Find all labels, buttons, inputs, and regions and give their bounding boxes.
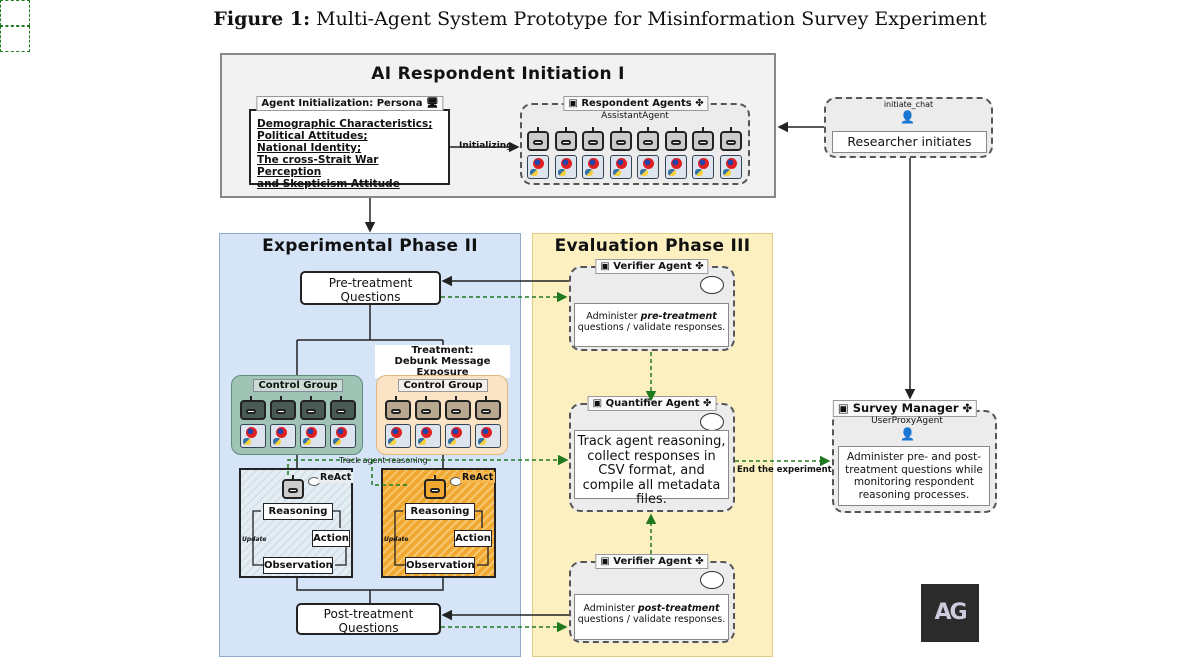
python-icon: ✤ xyxy=(695,261,704,272)
robot-icon xyxy=(270,396,296,420)
ag-logo: AG xyxy=(921,584,979,642)
figure-title: Figure 1: Multi-Agent System Prototype f… xyxy=(0,8,1200,30)
robot-focus-box xyxy=(0,26,30,52)
agent-flag-icon xyxy=(637,155,659,179)
persona-item: Demographic Characteristics; xyxy=(257,118,433,130)
robot-focus-box xyxy=(0,0,30,26)
agent-flag-icon xyxy=(385,424,411,448)
agent-flag-icon xyxy=(719,155,742,179)
verifier-post-label: ▣ Verifier Agent ✤ xyxy=(595,554,709,569)
respondent-agents-label: ▣ Respondent Agents ✤ xyxy=(563,96,709,111)
react-label: ReAct xyxy=(460,472,496,483)
user-icon: 👤 xyxy=(900,427,915,441)
robot-icon xyxy=(582,127,604,151)
user-icon: 👤 xyxy=(900,110,915,124)
agent-flag-icon xyxy=(300,424,326,448)
robot-icon xyxy=(330,396,356,420)
agent-flag-icon xyxy=(609,155,632,179)
robot-icon: ▣ xyxy=(600,261,610,272)
robot-icon xyxy=(300,396,326,420)
assistant-agent-label: AssistantAgent xyxy=(601,111,669,121)
agent-flag-icon xyxy=(527,155,549,179)
quantifier-text: Track agent reasoning, collect responses… xyxy=(574,430,729,507)
verifier-post-reddit-icon xyxy=(700,571,724,589)
phase-2-title: Experimental Phase II xyxy=(262,236,478,256)
robot-icon xyxy=(385,396,411,420)
researcher-initiates: Researcher initiates xyxy=(832,131,987,153)
python-icon: ✤ xyxy=(695,98,704,109)
quantifier-label: ▣ Quantifier Agent ✤ xyxy=(587,396,717,411)
robot-icon xyxy=(719,127,742,151)
control-group-right-label: Control Group xyxy=(398,379,488,392)
update-label: Update xyxy=(384,536,409,543)
agent-flag-icon xyxy=(692,155,714,179)
treatment-label: Treatment:Debunk Message Exposure xyxy=(375,345,510,378)
control-group-left-label: Control Group xyxy=(253,379,343,392)
robot-icon xyxy=(445,396,471,420)
agent-flag-icon xyxy=(475,424,501,448)
initializing-label: Initializing xyxy=(459,141,513,151)
figure-title-text: Multi-Agent System Prototype for Misinfo… xyxy=(316,8,987,30)
verifier-pre-reddit-icon xyxy=(700,276,724,294)
verifier-pre-label: ▣ Verifier Agent ✤ xyxy=(595,259,709,274)
agent-flag-icon xyxy=(664,155,687,179)
robot-icon xyxy=(637,127,659,151)
python-icon: ✤ xyxy=(695,556,704,567)
react-label: ReAct xyxy=(318,472,354,483)
agent-flag-icon xyxy=(415,424,441,448)
agent-flag-icon xyxy=(270,424,296,448)
persona-item: Political Attitudes; xyxy=(257,130,368,142)
reasoning-node: Reasoning xyxy=(405,503,475,520)
update-label: Update xyxy=(242,536,267,543)
persona-box: Demographic Characteristics;Political At… xyxy=(249,109,450,190)
python-icon: ✤ xyxy=(702,398,712,409)
robot-icon: ▣ xyxy=(837,401,849,415)
verifier-pre-text: Administer pre-treatment questions / val… xyxy=(574,303,729,347)
robot-icon xyxy=(415,396,441,420)
action-node: Action xyxy=(454,530,492,547)
robot-icon xyxy=(527,127,549,151)
computer-icon: 🖥 xyxy=(425,98,439,109)
agent-flag-icon xyxy=(554,155,577,179)
verifier-post-text: Administer post-treatment questions / va… xyxy=(574,594,729,640)
observation-node: Observation xyxy=(405,557,475,574)
figure-label: Figure 1: xyxy=(213,8,311,30)
robot-icon: ▣ xyxy=(592,398,603,409)
reasoning-node: Reasoning xyxy=(263,503,333,520)
track-reasoning-label: Track agent reasoning xyxy=(337,456,430,465)
robot-icon xyxy=(664,127,687,151)
robot-icon xyxy=(609,127,632,151)
robot-icon xyxy=(475,396,501,420)
agent-flag-icon xyxy=(445,424,471,448)
persona-label: Agent Initialization: Persona 🖥 xyxy=(256,96,444,111)
robot-icon: ▣ xyxy=(600,556,610,567)
observation-node: Observation xyxy=(263,557,333,574)
robot-icon xyxy=(240,396,266,420)
post-treatment-box: Post-treatment Questions xyxy=(296,603,441,635)
agent-flag-icon xyxy=(330,424,356,448)
python-icon: ✤ xyxy=(962,401,973,415)
robot-icon xyxy=(282,475,304,499)
persona-item: The cross-Strait War Perception xyxy=(257,154,379,178)
survey-manager-label: ▣ Survey Manager ✤ xyxy=(832,400,978,417)
robot-icon: ▣ xyxy=(568,98,578,109)
end-experiment-label: End the experiment xyxy=(737,465,832,475)
phase-1-title: AI Respondent Initiation I xyxy=(371,64,625,84)
agent-flag-icon xyxy=(240,424,266,448)
persona-item: and Skepticism Attitude xyxy=(257,178,400,190)
robot-icon xyxy=(692,127,714,151)
persona-item: National Identity; xyxy=(257,142,362,154)
quantifier-reddit-icon xyxy=(700,413,724,431)
pre-treatment-box: Pre-treatment Questions xyxy=(300,271,441,305)
initiate-chat-label: initiate_chat xyxy=(883,100,934,109)
survey-manager-text: Administer pre- and post-treatment quest… xyxy=(838,446,990,506)
robot-icon xyxy=(424,475,446,499)
action-node: Action xyxy=(312,530,350,547)
user-proxy-label: UserProxyAgent xyxy=(871,416,943,426)
robot-icon xyxy=(554,127,577,151)
phase-3-title: Evaluation Phase III xyxy=(554,236,751,256)
agent-flag-icon xyxy=(582,155,604,179)
